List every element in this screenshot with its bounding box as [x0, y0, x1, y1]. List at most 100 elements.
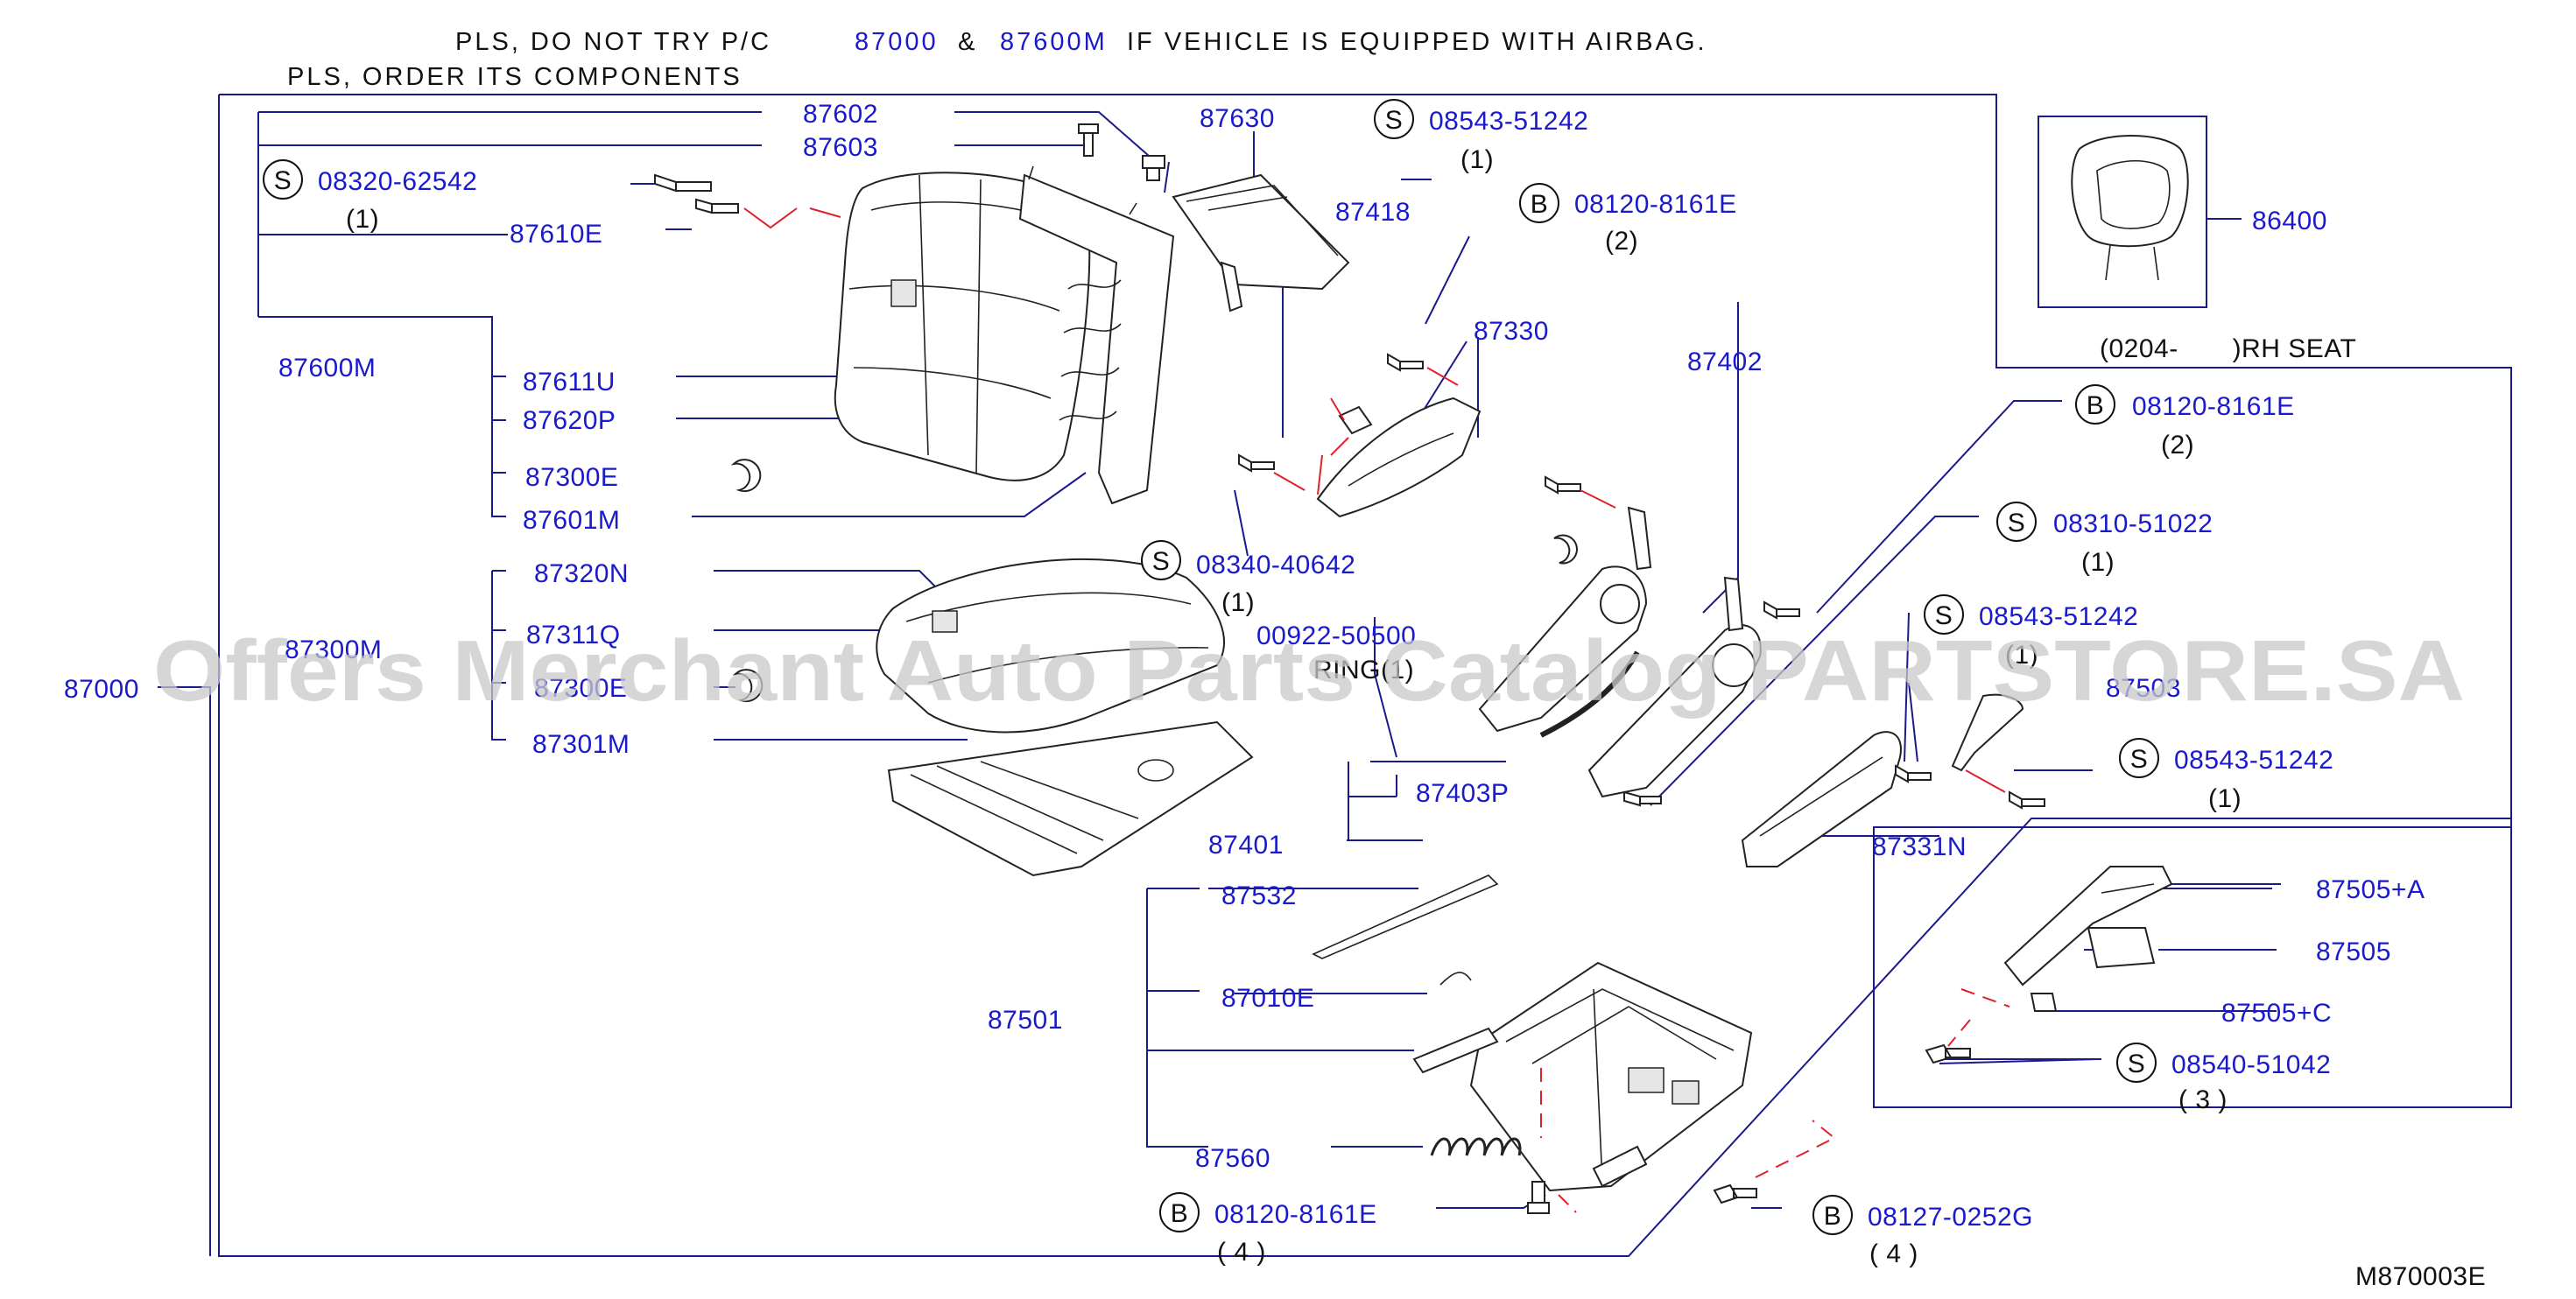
label-87320n: 87320N [534, 559, 629, 588]
svg-text:S: S [1385, 106, 1404, 135]
svg-text:B: B [1531, 190, 1549, 219]
bolt-08127 [1713, 1120, 1836, 1204]
label-ring: RING(1) [1313, 656, 1414, 685]
qty-08543-mid: (1) [2005, 641, 2038, 670]
label-08127: 08127-0252G [1868, 1203, 2033, 1232]
recliner-87402 [1587, 576, 1762, 798]
lever-87503 [1951, 693, 2024, 772]
clip-87300e-2 [732, 669, 764, 703]
circle-s-08543-low: S [2119, 738, 2159, 778]
svg-text:S: S [2128, 1050, 2146, 1078]
leaders-right [1650, 400, 2093, 837]
label-86400: 86400 [2252, 207, 2327, 235]
recliner-87401 [1478, 506, 1652, 733]
label-87601m: 87601M [523, 506, 620, 535]
bracket-87331n [1741, 731, 1902, 867]
bolt-08120-bottom [1527, 1181, 1550, 1214]
label-08340: 08340-40642 [1196, 551, 1355, 579]
seat-pan [887, 720, 1254, 877]
label-87311q: 87311Q [526, 621, 621, 650]
circle-s-08310: S [1996, 502, 2037, 542]
qty-08310: (1) [2081, 548, 2115, 577]
detail-box [1873, 826, 2512, 1108]
qty-08340: (1) [1221, 588, 1255, 617]
label-87602: 87602 [803, 100, 878, 129]
label-87611u: 87611U [523, 368, 616, 397]
label-00922: 00922-50500 [1256, 621, 1416, 650]
qty-08543-top: (1) [1460, 145, 1494, 174]
spring-87560 [1430, 1137, 1522, 1156]
circle-s-08543-mid: S [1924, 594, 1964, 635]
bolt-08543-mid [1895, 764, 1932, 783]
label-08320: 08320-62542 [318, 167, 477, 196]
label-87501: 87501 [988, 1006, 1063, 1035]
centerline-track [1540, 1068, 1577, 1213]
label-87301m: 87301M [532, 730, 630, 759]
bracket-87600m [257, 111, 762, 517]
label-08543-top: 08543-51242 [1429, 107, 1588, 136]
svg-text:S: S [1935, 601, 1953, 630]
clip-87603 [1142, 155, 1165, 181]
bolt-08320 [654, 173, 739, 214]
qty-08120-top: (2) [1605, 227, 1638, 256]
seat-cushion [876, 558, 1225, 734]
circle-s-08540: S [2116, 1043, 2157, 1083]
note-line-2: PLS, ORDER ITS COMPONENTS [287, 63, 743, 91]
bolt-08543-low [1965, 769, 2045, 810]
label-87418: 87418 [1335, 198, 1411, 227]
leaders-mid [714, 302, 1739, 841]
circle-b-08120-top: B [1519, 183, 1559, 223]
label-87401: 87401 [1208, 831, 1284, 860]
label-87505a: 87505+A [2316, 875, 2425, 904]
label-rh-seat: (0204- )RH SEAT [2100, 334, 2356, 363]
label-87403p: 87403P [1416, 779, 1509, 808]
label-08120-right: 08120-8161E [2132, 392, 2295, 421]
label-87630: 87630 [1200, 104, 1275, 133]
qty-08540: ( 3 ) [2178, 1085, 2228, 1114]
bolt-08540 [1925, 988, 2010, 1064]
ring-00922 [1553, 534, 1578, 565]
diagram-id: M870003E [2355, 1262, 2486, 1291]
label-87505c: 87505+C [2221, 999, 2332, 1028]
label-87532: 87532 [1221, 881, 1297, 910]
seatback-frame [1018, 165, 1175, 505]
watermark: Offers Merchant Auto Parts Catalog PARTS… [153, 622, 2465, 719]
svg-text:S: S [1152, 547, 1171, 576]
circle-b-08120-right: B [2075, 384, 2115, 425]
label-87330: 87330 [1474, 317, 1549, 346]
bolt-08310 [1623, 790, 1662, 807]
centerline-2 [809, 207, 841, 218]
label-87300m: 87300M [285, 635, 382, 664]
armrest-87630 [1172, 173, 1350, 312]
bolt-08120-right [1763, 600, 1800, 620]
label-87300e-2: 87300E [534, 674, 627, 703]
label-08120-bottom: 08120-8161E [1214, 1200, 1377, 1229]
label-87402: 87402 [1687, 348, 1763, 376]
svg-text:B: B [2087, 391, 2105, 420]
label-87503: 87503 [2106, 674, 2181, 703]
cable-87403p [1539, 650, 1640, 738]
pin-87602 [1078, 123, 1099, 157]
spring-87010e [1439, 972, 1472, 986]
bolt-08120-top [1545, 475, 1616, 509]
svg-text:S: S [2130, 745, 2149, 774]
clip-87300e-1 [730, 459, 762, 493]
label-87010e: 87010E [1221, 984, 1314, 1013]
qty-08120-right: (2) [2161, 431, 2194, 460]
svg-text:S: S [274, 166, 292, 195]
circle-s-08320: S [263, 159, 303, 200]
label-87000: 87000 [64, 675, 139, 704]
headrest-86400 [2071, 135, 2189, 281]
svg-text:B: B [1171, 1199, 1189, 1228]
label-87603: 87603 [803, 133, 878, 162]
qty-08127: ( 4 ) [1869, 1239, 1918, 1268]
part-87505 [2087, 927, 2156, 969]
centerline-1 [743, 207, 798, 229]
seat-track-87501 [1412, 961, 1753, 1192]
headrest-box [2038, 116, 2207, 308]
circle-s-08340: S [1141, 540, 1181, 580]
circle-b-08120-bottom: B [1159, 1192, 1200, 1232]
clip-87418 [1330, 397, 1373, 456]
